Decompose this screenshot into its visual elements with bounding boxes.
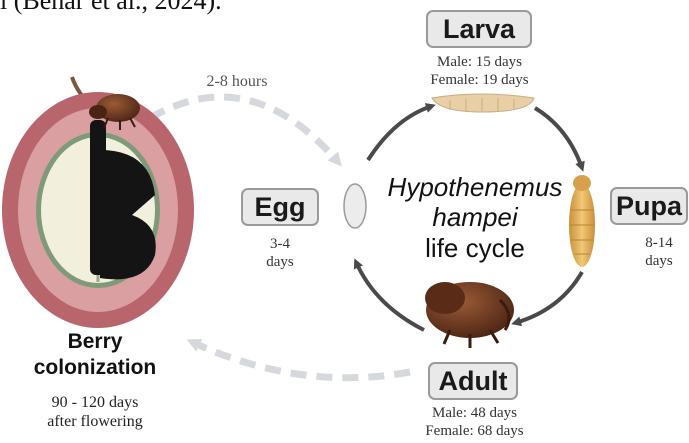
arrow-egg-to-larva <box>368 106 432 160</box>
pupa-duration-line2: days <box>630 252 688 270</box>
egg-duration-line2: days <box>254 253 306 271</box>
pupa-duration: 8-14 days <box>630 234 688 270</box>
adult-label: Adult <box>439 366 508 397</box>
berry-label-line2: colonization <box>0 355 190 381</box>
larva-label: Larva <box>443 14 515 45</box>
larva-label-box: Larva <box>426 10 532 48</box>
egg-label: Egg <box>255 192 306 223</box>
larva-female-duration: Female: 19 days <box>402 71 557 89</box>
egg-duration-line1: 3-4 <box>254 235 306 253</box>
adult-duration: Male: 48 days Female: 68 days <box>397 404 552 440</box>
adult-female-duration: Female: 68 days <box>397 422 552 440</box>
adult-male-duration: Male: 48 days <box>397 404 552 422</box>
colonization-time-line1: 90 - 120 days <box>0 393 190 412</box>
transfer-time: 2-8 hours <box>192 73 282 91</box>
pupa-label-box: Pupa <box>610 187 688 225</box>
arrow-larva-to-pupa <box>535 108 582 168</box>
arrow-pupa-to-adult <box>515 272 582 323</box>
title-genus: Hypothenemus <box>370 172 580 202</box>
egg-duration: 3-4 days <box>254 235 306 271</box>
arrow-adult-to-egg <box>356 262 424 330</box>
adult-beetle-icon <box>425 282 514 348</box>
berry-colonization-time: 90 - 120 days after flowering <box>0 393 190 431</box>
larva-icon <box>432 94 534 112</box>
egg-label-box: Egg <box>241 188 319 226</box>
berry-colonization-label: Berry colonization <box>0 329 190 381</box>
larva-duration: Male: 15 days Female: 19 days <box>402 53 557 89</box>
colonization-time-line2: after flowering <box>0 412 190 431</box>
dashed-arrow-adult-to-berry <box>192 342 410 378</box>
adult-label-box: Adult <box>428 362 518 400</box>
larva-male-duration: Male: 15 days <box>402 53 557 71</box>
egg-icon <box>344 184 366 228</box>
berry-label-line1: Berry <box>0 329 190 355</box>
pupa-duration-line1: 8-14 <box>630 234 688 252</box>
title-species: hampei <box>370 202 580 232</box>
pupa-label: Pupa <box>616 191 682 222</box>
diagram-title: Hypothenemus hampei life cycle <box>370 172 580 264</box>
title-subtitle: life cycle <box>370 232 580 264</box>
